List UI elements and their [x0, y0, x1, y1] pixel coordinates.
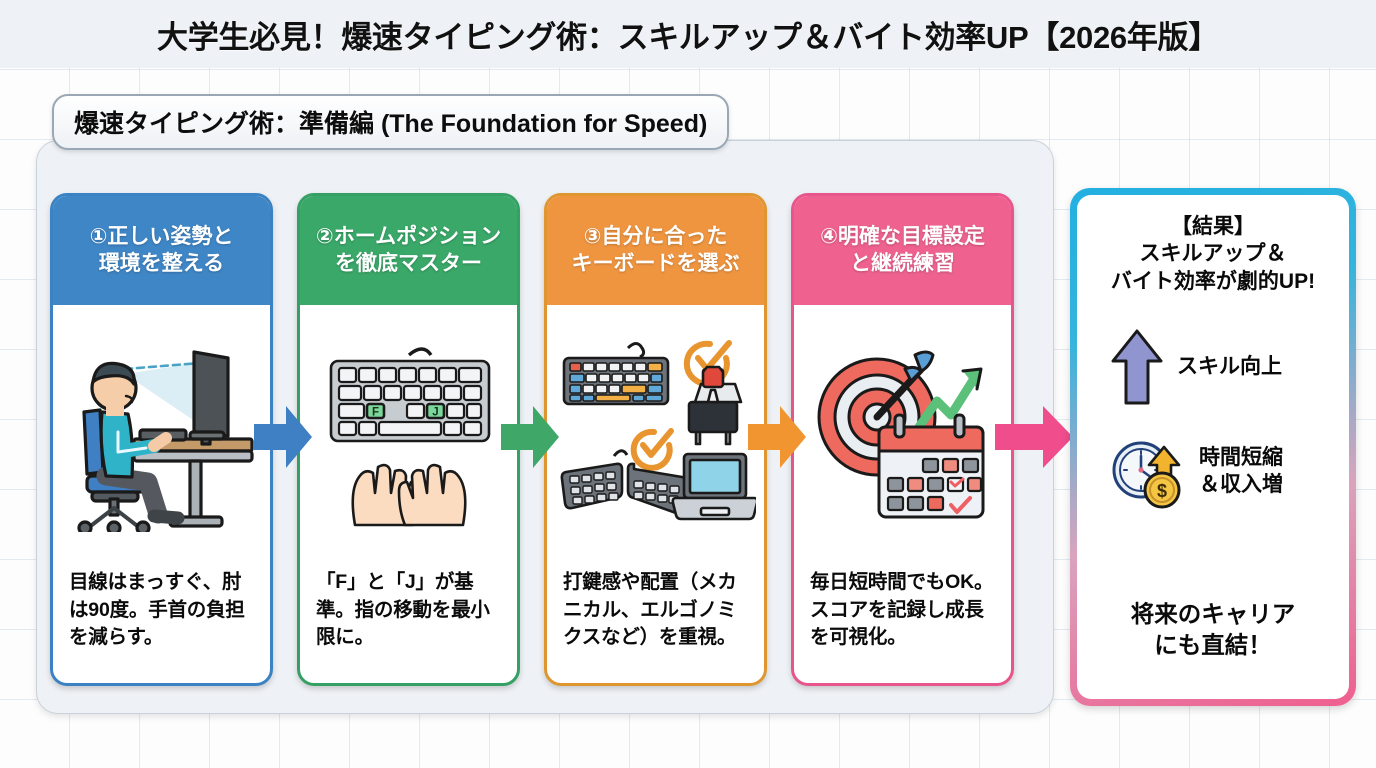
step-card-3[interactable]: ③自分に合ったキーボードを選ぶ: [544, 193, 767, 686]
result-benefit-line1: 時間短縮: [1199, 446, 1283, 470]
keyboard-home-position-hands-icon: F J: [329, 347, 490, 527]
step-card-3-illustration: [547, 305, 764, 563]
result-title-line3: バイト効率が劇的UP!: [1110, 269, 1316, 293]
result-benefit-time-income-label: 時間短縮 ＆収入増: [1199, 445, 1283, 498]
step-card-4-body-text: 毎日短時間でもOK。スコアを記録し成長を可視化。: [810, 571, 994, 649]
result-footer-line1: 将来のキャリア: [1130, 600, 1296, 627]
result-benefit-line2: ＆収入増: [1199, 472, 1283, 496]
step-card-2-title: ②ホームポジションを徹底マスター: [315, 224, 502, 275]
step-card-1-title: ①正しい姿勢と環境を整える: [89, 224, 234, 275]
step-card-1-header: ①正しい姿勢と環境を整える: [53, 196, 270, 305]
result-title-block: 【結果】 スキルアップ＆ バイト効率が劇的UP!: [1111, 213, 1315, 295]
step-card-4-illustration: [794, 305, 1011, 563]
arrow-step1-to-step2: [254, 406, 312, 468]
arrow-step3-to-step4: [748, 406, 806, 468]
step-card-2[interactable]: ②ホームポジションを徹底マスター: [297, 193, 520, 686]
page-title-band: 大学生必見！爆速タイピング術：スキルアップ＆バイト効率UP【2026年版】: [0, 0, 1376, 68]
section-title-chip: 爆速タイピング術：準備編 (The Foundation for Speed): [52, 94, 730, 150]
arrow-step4-to-result: [995, 406, 1073, 468]
result-benefit-skill-up: スキル向上: [1089, 329, 1337, 405]
step-card-4-header: ④明確な目標設定と継続練習: [794, 196, 1011, 305]
step-card-4[interactable]: ④明確な目標設定と継続練習: [791, 193, 1014, 686]
step-card-2-body: 「F」と「J」が基準。指の移動を最小限に。: [300, 563, 517, 683]
target-calendar-growth-icon: [817, 350, 984, 519]
page-title: 大学生必見！爆速タイピング術：スキルアップ＆バイト効率UP【2026年版】: [157, 19, 1219, 55]
person-at-desk-posture-icon: [76, 350, 254, 532]
step-card-1-illustration: [53, 305, 270, 563]
keyboard-selection-icon: [560, 340, 756, 521]
step-card-2-header: ②ホームポジションを徹底マスター: [300, 196, 517, 305]
result-benefit-time-income: $ 時間短縮 ＆収入増: [1089, 435, 1337, 509]
step-card-3-body-text: 打鍵感や配置（メカニカル、エルゴノミクスなど）を重視。: [563, 571, 737, 649]
step-card-4-body: 毎日短時間でもOK。スコアを記録し成長を可視化。: [794, 563, 1011, 683]
step-card-1[interactable]: ①正しい姿勢と環境を整える: [50, 193, 273, 686]
result-benefit-skill-up-label: スキル向上: [1177, 354, 1282, 378]
svg-text:$: $: [1157, 481, 1167, 501]
step-card-3-body: 打鍵感や配置（メカニカル、エルゴノミクスなど）を重視。: [547, 563, 764, 683]
clock-coin-icon: $: [1112, 441, 1181, 509]
step-card-4-title: ④明確な目標設定と継続練習: [820, 224, 985, 275]
result-title-line1: 【結果】: [1170, 215, 1255, 238]
result-footer-block: 将来のキャリア にも直結！: [1131, 599, 1296, 661]
svg-text:F: F: [371, 407, 378, 419]
section-title-label: 爆速タイピング術：準備編 (The Foundation for Speed): [74, 110, 708, 138]
svg-text:J: J: [432, 407, 438, 419]
up-arrow-icon: [1111, 329, 1163, 405]
result-title-line2: スキルアップ＆: [1139, 242, 1287, 266]
step-card-3-header: ③自分に合ったキーボードを選ぶ: [547, 196, 764, 305]
arrow-step2-to-step3: [501, 406, 559, 468]
step-card-2-illustration: F J: [300, 305, 517, 563]
step-card-1-body-text: 目線はまっすぐ、肘は90度。手首の負担を減らす。: [69, 571, 245, 649]
step-card-1-body: 目線はまっすぐ、肘は90度。手首の負担を減らす。: [53, 563, 270, 683]
result-panel-inner: 【結果】 スキルアップ＆ バイト効率が劇的UP! スキル向上: [1077, 195, 1349, 699]
step-card-2-body-text: 「F」と「J」が基準。指の移動を最小限に。: [316, 571, 490, 649]
step-card-3-title: ③自分に合ったキーボードを選ぶ: [571, 224, 740, 275]
result-footer-line2: にも直結！: [1154, 631, 1272, 658]
result-panel[interactable]: 【結果】 スキルアップ＆ バイト効率が劇的UP! スキル向上: [1070, 188, 1356, 706]
